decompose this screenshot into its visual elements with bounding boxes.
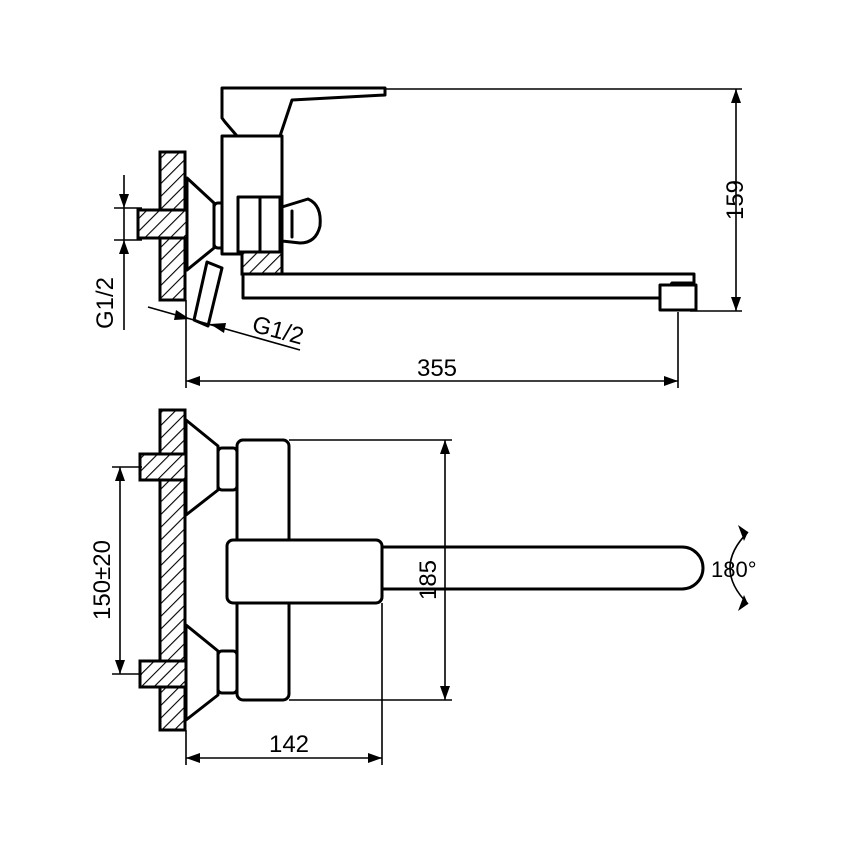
top-lever bbox=[225, 538, 384, 605]
dimension-185: 185 bbox=[415, 560, 442, 600]
top-eccentric-pipe-lower bbox=[138, 659, 190, 689]
top-escutcheon-upper bbox=[184, 418, 220, 517]
side-diverter-knob bbox=[280, 197, 322, 245]
dimension-150-20: 150±20 bbox=[89, 540, 116, 620]
side-eccentric-pipe bbox=[136, 208, 190, 240]
side-base-seal bbox=[240, 250, 284, 276]
dimension-159: 159 bbox=[722, 180, 749, 220]
rotation-180-label: 180° bbox=[711, 557, 757, 582]
top-nut-lower bbox=[216, 649, 239, 695]
top-nut-upper bbox=[216, 446, 239, 492]
top-dimensions: 185 150±20 142 180° bbox=[89, 439, 757, 765]
dimension-355: 355 bbox=[417, 355, 457, 382]
side-spout bbox=[241, 272, 696, 300]
top-view bbox=[138, 408, 705, 732]
rotation-arrow bbox=[729, 531, 749, 605]
top-eccentric-pipe-upper bbox=[138, 452, 190, 482]
dimension-g12-vertical: G1/2 bbox=[92, 277, 119, 329]
side-escutcheon bbox=[185, 176, 216, 272]
dimension-142: 142 bbox=[269, 731, 309, 758]
side-aerator bbox=[658, 283, 698, 312]
side-lever bbox=[220, 86, 387, 138]
top-spout bbox=[378, 545, 705, 591]
side-view bbox=[136, 86, 698, 328]
side-inlet-pipe bbox=[192, 260, 224, 328]
dimension-g12-angled: G1/2 bbox=[249, 311, 306, 351]
top-escutcheon-lower bbox=[184, 623, 220, 722]
side-dimensions: 159 355 G1/2 G1/2 bbox=[92, 88, 749, 388]
